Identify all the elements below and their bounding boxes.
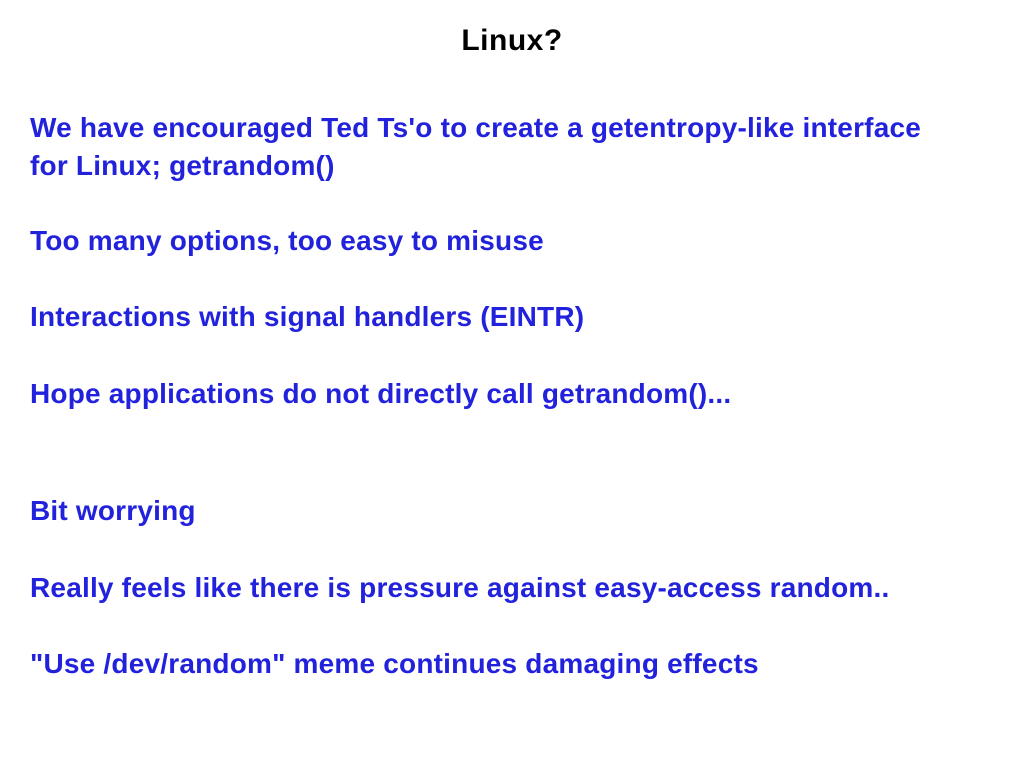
body-line-6: Bit worrying — [30, 495, 196, 526]
slide-title: Linux? — [461, 24, 563, 57]
body-line-8: "Use /dev/random" meme continues damagin… — [30, 648, 759, 679]
body-line-5: Hope applications do not directly call g… — [30, 378, 732, 409]
body-line-1: We have encouraged Ted Ts'o to create a … — [30, 112, 922, 143]
body-line-2: for Linux; getrandom() — [30, 150, 335, 181]
body-line-4: Interactions with signal handlers (EINTR… — [30, 301, 585, 332]
body-line-3: Too many options, too easy to misuse — [30, 225, 544, 256]
body-line-7: Really feels like there is pressure agai… — [30, 572, 890, 603]
